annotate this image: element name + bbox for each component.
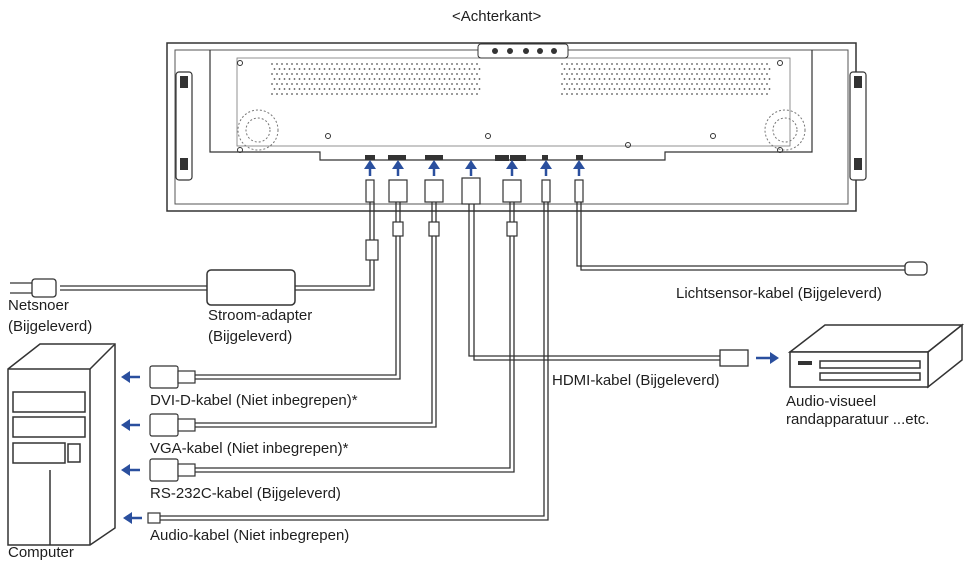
light-sensor-label: Lichtsensor-kabel (Bijgeleverd): [676, 285, 882, 302]
cables: [60, 202, 905, 521]
power-adapter-label: Stroom-adapter: [208, 307, 313, 324]
hdmi-arrowhead: [770, 352, 779, 364]
hdmi-cable-label: HDMI-kabel (Bijgeleverd): [552, 372, 720, 389]
computer-arrows: [121, 371, 142, 524]
ferrite-cores: [365, 221, 518, 261]
power-cord-label: Netsnoer: [8, 297, 69, 314]
vga-cable-label: VGA-kabel (Niet inbegrepen)*: [150, 440, 349, 457]
power-adapter: [206, 269, 296, 306]
monitor-ports: [365, 155, 583, 161]
vent-left: [271, 63, 481, 95]
port-arrows: [364, 160, 585, 176]
dvi-cable-label: DVI-D-kabel (Niet inbegrepen)*: [150, 392, 358, 409]
diagram-title: <Achterkant>: [452, 8, 542, 25]
computer-side-plugs: [147, 365, 196, 524]
power-plug: [10, 278, 57, 298]
av-device-label: Audio-visueel: [786, 393, 877, 410]
av-device-label-2: randapparatuur ...etc.: [786, 411, 930, 428]
hdmi-plug: [719, 349, 749, 367]
computer-label: Computer: [8, 544, 74, 561]
av-device: [787, 323, 965, 389]
cable-plugs: [365, 177, 584, 205]
audio-cable-label: Audio-kabel (Niet inbegrepen): [150, 527, 350, 544]
rs232-cable-label: RS-232C-kabel (Bijgeleverd): [150, 485, 341, 502]
light-sensor-head: [904, 261, 928, 276]
power-cord-note: (Bijgeleverd): [8, 318, 93, 335]
power-adapter-note: (Bijgeleverd): [208, 328, 293, 345]
computer-tower: [7, 343, 116, 546]
vent-right: [561, 63, 771, 95]
